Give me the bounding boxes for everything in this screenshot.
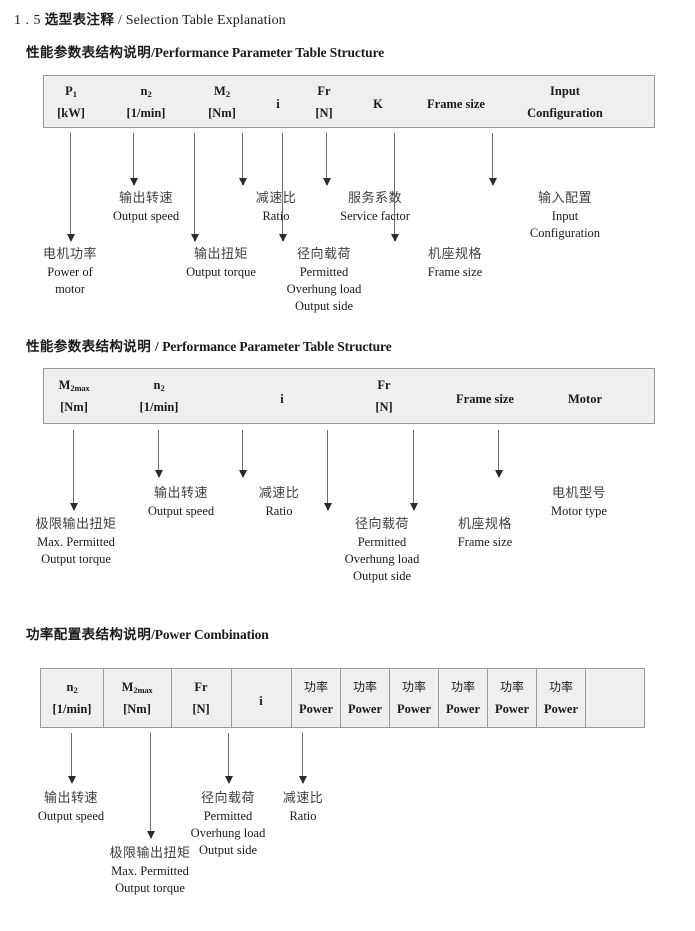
col-m2max: M2max [Nm] xyxy=(58,378,90,415)
arrow-max-output-torque-3 xyxy=(150,733,151,838)
power-combination-table: n2 [1/min] M2max [Nm] Fr [N] i 功率 Power … xyxy=(40,668,645,728)
col-frame-size: Frame size xyxy=(456,392,514,406)
ann-frame-size: 机座规格 Frame size xyxy=(427,247,483,279)
section-1-heading-cn: 性能参数表结构说明 xyxy=(26,45,152,61)
arrow-output-torque xyxy=(194,133,195,241)
ann-output-torque: 输出扭矩 Output torque xyxy=(186,247,256,279)
table-divider xyxy=(231,669,232,727)
ann-overhung-load: 径向载荷 Permitted Overhung load Output side xyxy=(286,247,362,314)
ann-motor-type: 电机型号 Motor type xyxy=(551,486,607,518)
col-power-4: 功率 Power xyxy=(445,680,481,716)
ann-input-configuration: 输入配置 Input Configuration xyxy=(529,191,601,241)
col-power-3: 功率 Power xyxy=(396,680,432,716)
section-3-heading-en: Power Combination xyxy=(154,627,269,642)
arrow-input-configuration xyxy=(492,133,493,185)
section-3-heading-sep: / xyxy=(151,627,155,642)
ann-ratio: 减速比 Ratio xyxy=(255,191,297,223)
arrow-overhung-load-3 xyxy=(228,733,229,783)
table-divider xyxy=(536,669,537,727)
section-1-heading: 性能参数表结构说明/Performance Parameter Table St… xyxy=(26,41,384,62)
col-i: i xyxy=(276,97,280,111)
ann-frame-size-2: 机座规格 Frame size xyxy=(457,517,513,549)
section-title-en: Selection Table Explanation xyxy=(125,13,286,28)
table-divider xyxy=(438,669,439,727)
ann-overhung-load-2: 径向载荷 Permitted Overhung load Output side xyxy=(344,517,420,584)
section-2-heading: 性能参数表结构说明 / Performance Parameter Table … xyxy=(26,335,392,356)
ann-output-speed-2: 输出转速 Output speed xyxy=(147,486,215,518)
ann-power-of-motor: 电机功率 Power of motor xyxy=(42,247,98,297)
arrow-power-of-motor xyxy=(70,133,71,241)
col-m2: M2 [Nm] xyxy=(208,84,236,121)
table-divider xyxy=(171,669,172,727)
arrow-ratio-3 xyxy=(302,733,303,783)
ann-overhung-load-3: 径向载荷 Permitted Overhung load Output side xyxy=(190,791,266,858)
ann-max-output-torque-3: 极限输出扭矩 Max. Permitted Output torque xyxy=(109,846,191,896)
ann-ratio-2: 减速比 Ratio xyxy=(258,486,300,518)
col-i: i xyxy=(280,392,284,406)
col-power-5: 功率 Power xyxy=(494,680,530,716)
col-k: K xyxy=(373,97,383,111)
arrow-output-speed-3 xyxy=(71,733,72,783)
arrow-motor-type xyxy=(498,430,499,477)
table-divider xyxy=(340,669,341,727)
table-divider xyxy=(389,669,390,727)
ann-service-factor: 服务系数 Service factor xyxy=(340,191,410,223)
arrow-output-speed xyxy=(133,133,134,185)
arrow-frame-size xyxy=(394,133,395,241)
arrow-max-output-torque xyxy=(73,430,74,510)
ann-ratio-3: 减速比 Ratio xyxy=(282,791,324,823)
ann-output-speed-3: 输出转速 Output speed xyxy=(37,791,105,823)
col-input-configuration: Input Configuration xyxy=(527,84,603,121)
arrow-frame-size-2 xyxy=(413,430,414,510)
arrow-overhung-load xyxy=(282,133,283,241)
col-power-1: 功率 Power xyxy=(298,680,334,716)
ann-output-speed: 输出转速 Output speed xyxy=(112,191,180,223)
arrow-ratio-2 xyxy=(242,430,243,477)
col-n2: n2 [1/min] xyxy=(126,84,166,121)
section-2-heading-en: Performance Parameter Table Structure xyxy=(162,339,392,354)
col-n2: n2 [1/min] xyxy=(139,378,179,415)
col-n2: n2 [1/min] xyxy=(52,680,92,717)
col-fr: Fr [N] xyxy=(375,378,393,415)
section-1-heading-en: Performance Parameter Table Structure xyxy=(154,45,385,60)
table-divider xyxy=(103,669,104,727)
page-title: 1 . 5 选型表注释 / Selection Table Explanatio… xyxy=(14,8,286,29)
col-power-2: 功率 Power xyxy=(347,680,383,716)
section-3-heading: 功率配置表结构说明/Power Combination xyxy=(26,623,269,644)
arrow-overhung-load-2 xyxy=(327,430,328,510)
section-number: 1 . 5 xyxy=(14,13,41,28)
col-fr: Fr [N] xyxy=(315,84,333,121)
section-1-heading-sep: / xyxy=(151,45,155,60)
performance-parameter-table-2: M2max [Nm] n2 [1/min] i Fr [N] Frame siz… xyxy=(43,368,655,424)
section-2-heading-cn: 性能参数表结构说明 xyxy=(26,339,152,355)
col-frame-size: Frame size xyxy=(427,97,485,111)
section-title-cn: 选型表注释 xyxy=(44,12,115,28)
table-divider xyxy=(291,669,292,727)
arrow-output-speed-2 xyxy=(158,430,159,477)
ann-max-output-torque: 极限输出扭矩 Max. Permitted Output torque xyxy=(35,517,117,567)
col-fr: Fr [N] xyxy=(192,680,210,717)
performance-parameter-table-1: P1 [kW] n2 [1/min] M2 [Nm] i Fr [N] K Fr… xyxy=(43,75,655,128)
col-m2max: M2max [Nm] xyxy=(121,680,153,717)
section-title-separator: / xyxy=(117,13,122,28)
col-motor: Motor xyxy=(567,392,603,406)
col-p1: P1 [kW] xyxy=(57,84,85,121)
arrow-service-factor xyxy=(326,133,327,185)
arrow-ratio xyxy=(242,133,243,185)
col-i: i xyxy=(259,694,263,708)
section-2-heading-sep: / xyxy=(154,339,159,354)
section-3-heading-cn: 功率配置表结构说明 xyxy=(26,627,152,643)
table-divider xyxy=(585,669,586,727)
table-divider xyxy=(487,669,488,727)
col-power-6: 功率 Power xyxy=(543,680,579,716)
